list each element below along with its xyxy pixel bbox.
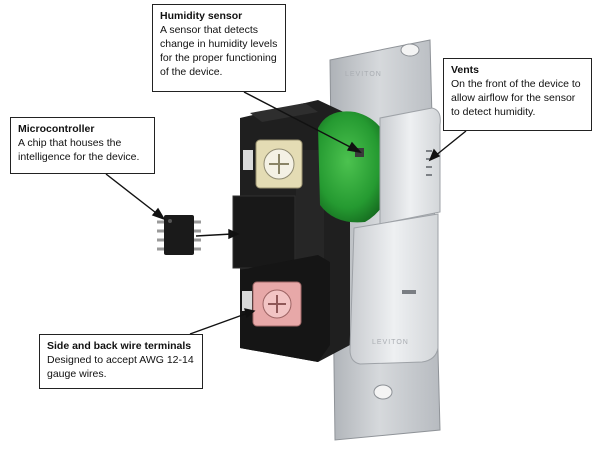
microcontroller-title: Microcontroller [18, 123, 95, 135]
wire-clamp [242, 291, 252, 311]
vent-slot [426, 150, 432, 152]
vents-description: On the front of the device to allow airf… [451, 78, 581, 118]
brass-terminal-screw [255, 139, 303, 189]
microcontroller-chip [157, 215, 201, 255]
pink-terminal-screw [252, 281, 302, 327]
vent-slot [426, 158, 432, 160]
micro-to-body-leader [195, 233, 233, 237]
wire-clamp [243, 150, 253, 170]
humidity-leader [243, 91, 355, 150]
status-led [402, 290, 416, 294]
microcontroller-callout: Microcontroller A chip that houses the i… [10, 117, 155, 174]
wire-terminals-title: Side and back wire terminals [47, 340, 192, 352]
vents-callout: Vents On the front of the device to allo… [443, 58, 592, 131]
front-cover: LEVITON [349, 107, 441, 365]
humidity-sensor-callout: Humidity sensor A sensor that detects ch… [152, 4, 286, 92]
arrowhead-icon [244, 308, 256, 319]
vents-leader [434, 130, 467, 157]
cover-brand-mark: LEVITON [372, 339, 409, 346]
arrowhead-icon [228, 228, 240, 240]
strap-brand-mark: LEVITON [345, 71, 382, 78]
vent-slot [426, 174, 432, 176]
wire-terminals-description: Designed to accept AWG 12-14 gauge wires… [47, 354, 194, 380]
microcontroller-description: A chip that houses the intelligence for … [18, 137, 140, 163]
micro-leader [105, 173, 161, 217]
humidity-sensor-title: Humidity sensor [160, 10, 243, 22]
vent-slot [426, 166, 432, 168]
terminals-leader [189, 312, 249, 335]
wire-terminals-callout: Side and back wire terminals Designed to… [39, 334, 203, 389]
vents-title: Vents [451, 64, 480, 76]
leader-lines [105, 91, 467, 335]
humidity-sensor-description: A sensor that detects change in humidity… [160, 24, 278, 78]
arrowhead-icon [428, 148, 441, 162]
arrowhead-icon [346, 141, 362, 154]
arrowhead-icon [151, 207, 166, 221]
